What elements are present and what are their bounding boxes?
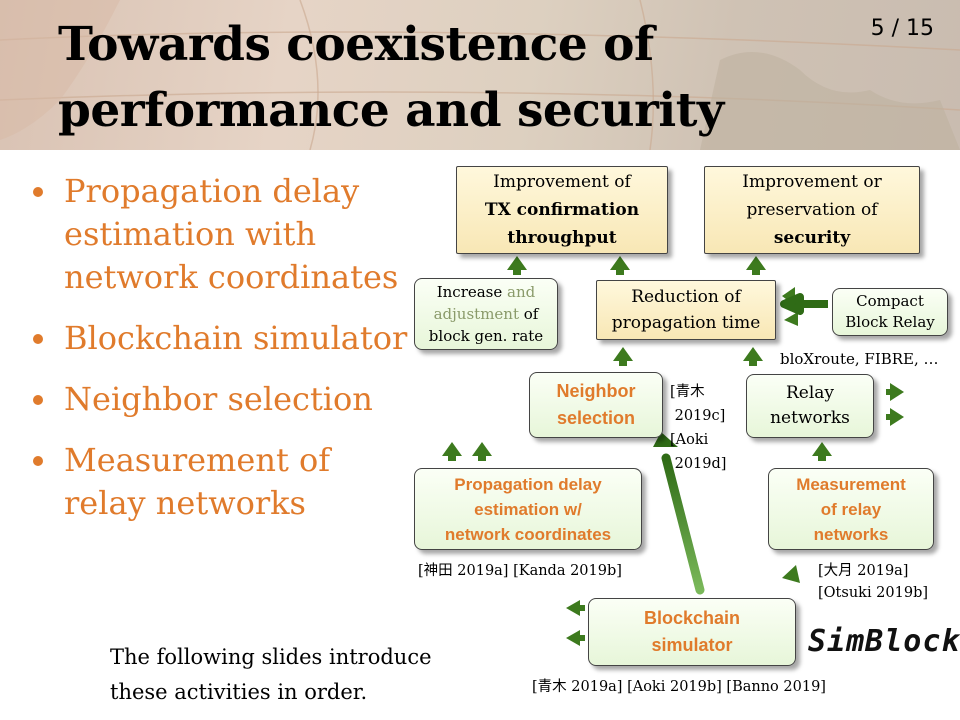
footnote-text: The following slides introduce these act… xyxy=(110,640,510,710)
map-background-image xyxy=(0,0,960,150)
simblock-logo: SimBlock xyxy=(808,624,960,659)
measurement-relay-box: Measurement of relay networks xyxy=(768,468,934,550)
relay-line1: Relay xyxy=(785,383,835,403)
up-arrow-icon xyxy=(812,442,832,461)
neighbor-cite-l4: 2019d] xyxy=(674,456,727,472)
relay-networks-box: Relay networks xyxy=(746,374,874,438)
reduction-propagation-box: Reduction of propagation time xyxy=(596,280,776,340)
neighbor-selection-box: Neighbor selection xyxy=(529,372,663,438)
neighbor-citation: [青木 2019c] [Aoki 2019d] xyxy=(670,380,726,476)
bullet-item: Neighbor selection xyxy=(30,378,410,421)
note-line2: these activities in order. xyxy=(110,680,368,704)
up-right-arrow-icon xyxy=(782,565,800,583)
neighbor-cite-l1: [青木 xyxy=(670,384,705,400)
neighbor-line2: selection xyxy=(556,408,636,428)
reduction-line1: Reduction of xyxy=(631,287,741,307)
bullet-list: Propagation delay estimation with networ… xyxy=(30,170,410,543)
simulator-citation: [青木 2019a] [Aoki 2019b] [Banno 2019] xyxy=(532,679,826,695)
bullet-item: Propagation delay estimation with networ… xyxy=(30,170,410,299)
up-arrow-icon xyxy=(472,442,492,461)
right-arrow-icon xyxy=(784,312,798,326)
goal-security-box: Improvement or preservation of security xyxy=(704,166,920,254)
increase-w2: and xyxy=(507,283,536,301)
simulator-to-neighbor-arrow-icon xyxy=(661,453,705,595)
measurement-line2: of relay xyxy=(820,499,882,519)
up-arrow-icon xyxy=(442,442,462,461)
up-arrow-icon xyxy=(746,256,766,275)
title-banner-map-background: Towards coexistence of performance and s… xyxy=(0,0,960,150)
measurement-line3: networks xyxy=(813,524,889,544)
propagation-line2: estimation w/ xyxy=(474,499,582,519)
neighbor-line1: Neighbor xyxy=(556,381,636,401)
increase-block-rate-box: Increase and adjustment of block gen. ra… xyxy=(414,278,558,350)
relay-line2: networks xyxy=(770,408,850,428)
relay-tools-label: bloXroute, FIBRE, … xyxy=(780,350,939,368)
up-arrow-icon xyxy=(610,256,630,275)
note-line1: The following slides introduce xyxy=(110,645,432,669)
propagation-citation: [神田 2019a] [Kanda 2019b] xyxy=(418,563,622,579)
goal-sec-line1: Improvement or xyxy=(742,172,882,192)
compact-line2: Block Relay xyxy=(845,313,935,331)
simulator-line2: simulator xyxy=(651,635,733,655)
measurement-cite-l2: [Otsuki 2019b] xyxy=(818,585,929,601)
slide-title-line1: Towards coexistence of xyxy=(58,17,654,72)
goal-tx-line1: Improvement of xyxy=(493,172,631,192)
goal-sec-line3: security xyxy=(773,228,851,248)
reduction-line2: propagation time xyxy=(611,313,761,333)
goal-tx-line3: throughput xyxy=(507,228,617,248)
right-arrow-icon xyxy=(886,383,904,401)
goal-sec-line2: preservation of xyxy=(746,200,878,220)
compact-line1: Compact xyxy=(856,292,924,310)
blockchain-simulator-box: Blockchain simulator xyxy=(588,598,796,666)
propagation-line3: network coordinates xyxy=(444,524,612,544)
increase-w5: block gen. rate xyxy=(428,327,544,345)
increase-w1: Increase xyxy=(436,283,503,301)
measurement-line1: Measurement xyxy=(796,474,906,494)
compact-block-relay-box: Compact Block Relay xyxy=(832,288,948,336)
increase-w3: adjustment xyxy=(433,305,519,323)
neighbor-cite-l2: 2019c] xyxy=(674,408,726,424)
goal-tx-throughput-box: Improvement of TX confirmation throughpu… xyxy=(456,166,668,254)
simulator-line1: Blockchain xyxy=(643,608,741,628)
up-arrow-icon xyxy=(743,347,763,366)
measurement-citation: [大月 2019a] [Otsuki 2019b] xyxy=(818,560,928,604)
left-arrow-icon xyxy=(566,630,585,646)
increase-w4: of xyxy=(523,305,539,323)
up-arrow-icon xyxy=(507,256,527,275)
bullet-item: Measurement of relay networks xyxy=(30,439,410,525)
up-arrow-icon xyxy=(613,347,633,366)
propagation-line1: Propagation delay xyxy=(454,474,602,494)
goal-tx-line2: TX confirmation xyxy=(484,200,640,220)
page-number: 5 / 15 xyxy=(870,16,934,41)
propagation-delay-box: Propagation delay estimation w/ network … xyxy=(414,468,642,550)
left-arrow-icon xyxy=(566,600,585,616)
slide-title-line2: performance and security xyxy=(58,83,724,138)
neighbor-cite-l3: [Aoki xyxy=(670,432,709,448)
measurement-cite-l1: [大月 2019a] xyxy=(818,563,909,579)
right-arrow-icon xyxy=(886,408,904,426)
compact-relay-arrow-icon xyxy=(780,293,828,315)
bullet-item: Blockchain simulator xyxy=(30,317,410,360)
slide-title: Towards coexistence of performance and s… xyxy=(58,12,724,144)
